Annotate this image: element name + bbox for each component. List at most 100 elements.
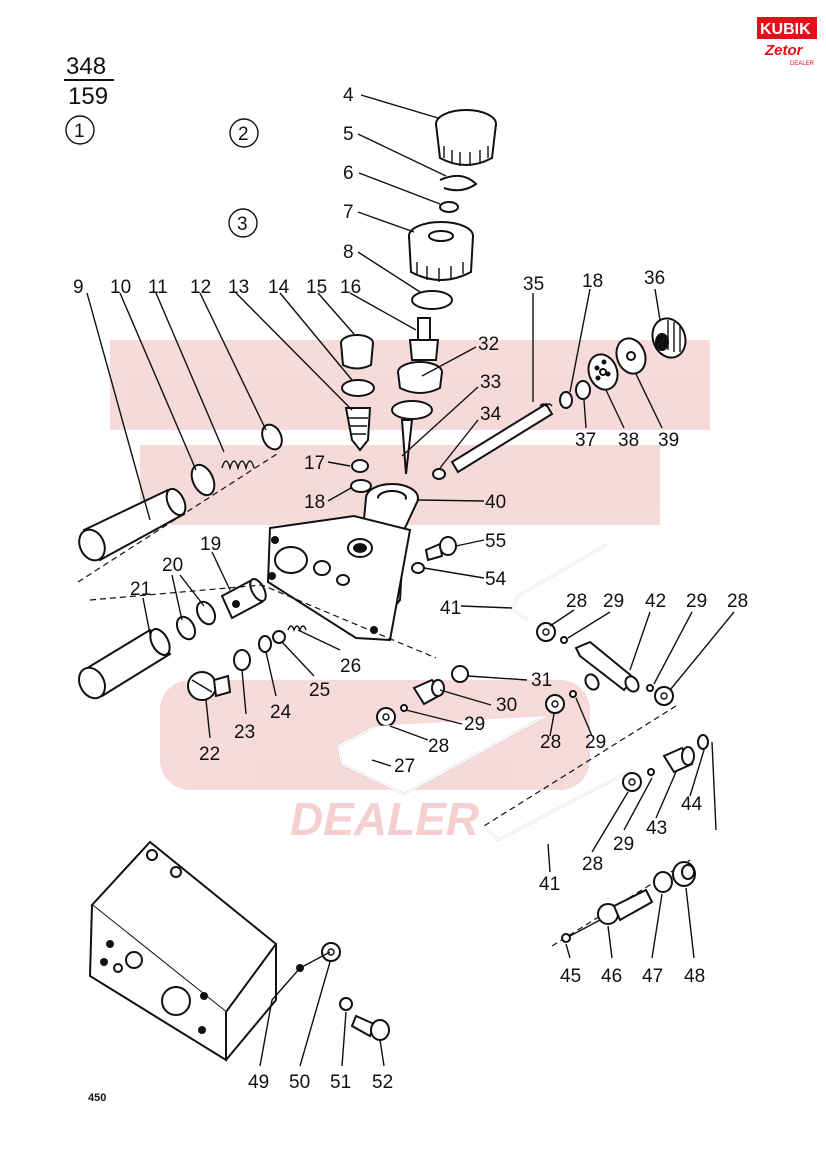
callout-50: 50	[289, 1072, 310, 1093]
logo-sub: Zetor	[764, 42, 804, 59]
callout-29-b: 29	[686, 591, 707, 612]
part-7-nut	[408, 221, 474, 282]
part-9-filter-tube	[78, 487, 187, 562]
part-21-tube	[78, 628, 172, 700]
callout-29-c: 29	[464, 714, 485, 735]
callout-labels: 4 5 6 7 8 9 10 11 12 13 14 15 16 32 33 3…	[73, 85, 748, 1093]
logo-tag: DEALER	[790, 61, 815, 67]
part-29-ball-a	[560, 636, 568, 644]
callout-4: 4	[343, 85, 354, 106]
callout-18-top: 18	[582, 271, 603, 292]
callout-39: 39	[658, 430, 679, 451]
callout-29-d: 29	[585, 732, 606, 753]
part-16-valve-body	[397, 317, 443, 394]
part-50-nut	[321, 942, 341, 962]
part-40-housing	[266, 483, 419, 642]
callout-32: 32	[478, 334, 499, 355]
callout-31: 31	[531, 670, 552, 691]
part-20-ring-b	[195, 600, 217, 626]
callout-34: 34	[480, 404, 502, 425]
callout-40: 40	[485, 492, 506, 513]
part-35-pipe	[450, 402, 554, 474]
part-10-ring	[190, 463, 216, 497]
callout-26: 26	[340, 656, 361, 677]
callout-28-e: 28	[582, 854, 603, 875]
callout-17: 17	[304, 453, 325, 474]
part-37-washer	[575, 380, 591, 400]
callout-35: 35	[523, 274, 544, 295]
circle-label: 1	[74, 121, 85, 142]
part-24-washer	[258, 635, 272, 653]
axis-line-lower	[89, 584, 437, 659]
part-17-ball-seat	[351, 459, 369, 473]
part-22-banjo-bolt	[187, 671, 232, 701]
callout-42: 42	[645, 591, 666, 612]
part-51-washer	[339, 997, 353, 1011]
callout-33: 33	[480, 372, 501, 393]
callout-18-mid: 18	[304, 492, 325, 513]
part-29-ball-e	[647, 768, 655, 776]
part-20-ring-a	[175, 615, 197, 641]
callout-13: 13	[228, 277, 249, 298]
part-28-nut-e	[622, 772, 642, 792]
callout-44: 44	[681, 794, 703, 815]
part-25-ball	[272, 630, 286, 644]
callout-7: 7	[343, 202, 354, 223]
ref-number-top: 348	[66, 53, 106, 80]
guide-line-44	[711, 741, 717, 831]
part-11-spring	[221, 460, 255, 471]
part-18-washer-b	[559, 391, 573, 409]
part-47-washer	[653, 871, 673, 893]
callout-46: 46	[601, 966, 622, 987]
callout-43: 43	[646, 818, 667, 839]
part-8-seal	[411, 290, 453, 310]
callout-47: 47	[642, 966, 663, 987]
circle-label: 2	[238, 124, 249, 145]
callout-28-b: 28	[727, 591, 748, 612]
part-5-circlip	[439, 174, 478, 192]
callout-41-lower: 41	[539, 874, 560, 895]
part-32-o-ring	[391, 400, 433, 420]
part-48-cap	[672, 861, 696, 887]
part-36-nut	[651, 317, 687, 359]
callout-29-e: 29	[613, 834, 634, 855]
leader-lines	[86, 94, 735, 1067]
ref-number-bottom: 159	[68, 83, 108, 110]
callout-16: 16	[340, 277, 361, 298]
part-42-tee	[574, 640, 640, 693]
callout-11: 11	[148, 277, 168, 298]
callout-15: 15	[306, 277, 327, 298]
part-45-pin	[561, 919, 601, 943]
kubik-zetor-logo: KUBIK Zetor DEALER	[757, 17, 817, 67]
part-29-ball-c	[400, 704, 408, 712]
callout-54: 54	[485, 569, 507, 590]
part-34-washer	[432, 468, 446, 480]
watermark-text: DEALER	[290, 793, 479, 845]
callout-12: 12	[190, 277, 211, 298]
callout-5: 5	[343, 124, 354, 145]
part-44-washer	[697, 734, 709, 750]
part-18-washer	[350, 479, 372, 493]
part-38-filter-disc	[587, 353, 619, 391]
callout-24: 24	[270, 702, 292, 723]
callout-30: 30	[496, 695, 517, 716]
callout-49: 49	[248, 1072, 269, 1093]
part-54-washer	[411, 562, 425, 574]
part-46-fitting	[597, 888, 654, 925]
callout-14: 14	[268, 277, 290, 298]
logo-brand: KUBIK	[760, 21, 811, 38]
callout-8: 8	[343, 242, 354, 263]
callout-52: 52	[372, 1072, 393, 1093]
callout-45: 45	[560, 966, 581, 987]
part-28-nut-c	[376, 707, 396, 727]
callout-10: 10	[110, 277, 131, 298]
part-15-plug	[340, 334, 374, 370]
part-39-disc	[615, 337, 647, 375]
variant-circle-3: 3	[228, 208, 258, 238]
part-30-union	[412, 678, 445, 706]
callout-36: 36	[644, 268, 665, 289]
part-49-bracket	[88, 840, 304, 1062]
part-12-ring	[261, 423, 283, 451]
variant-circle-2: 2	[229, 118, 259, 148]
